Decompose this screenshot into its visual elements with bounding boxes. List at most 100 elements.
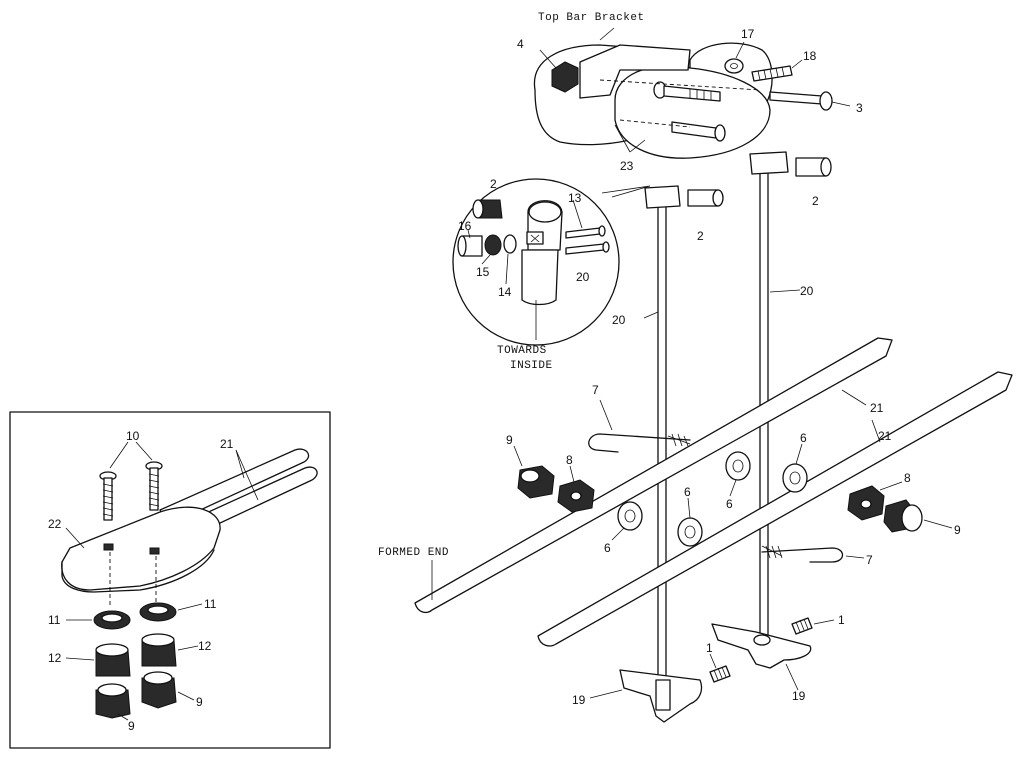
label-17: 17 [741, 27, 755, 41]
leader-13 [572, 199, 583, 229]
tube-20-detail [521, 249, 559, 306]
leader-7-upper [599, 399, 613, 431]
plate-hole-b [149, 547, 160, 555]
leader-10 [109, 441, 153, 469]
label-20-right: 20 [800, 284, 814, 298]
leader-14 [505, 253, 509, 285]
label-6-c: 6 [726, 497, 733, 511]
label-2-left: 2 [697, 229, 704, 243]
label-21-back: 21 [870, 401, 884, 415]
leader-3 [831, 101, 851, 107]
label-19-left: 19 [572, 693, 586, 707]
leader-19-right [785, 663, 799, 691]
label-2-right: 2 [812, 194, 819, 208]
screw-1-lower [709, 665, 731, 683]
label-7-lower: 7 [866, 553, 873, 567]
post-20-right-top [749, 151, 789, 175]
label-1-upper: 1 [838, 613, 845, 627]
leader-22 [65, 527, 85, 549]
leader-9-inset-left [117, 713, 129, 721]
caption-inside: INSIDE [510, 360, 553, 372]
label-16: 16 [458, 219, 472, 233]
label-3: 3 [856, 101, 863, 115]
leader-17 [735, 41, 745, 59]
label-11-left: 11 [48, 613, 61, 627]
bushing-6-c [725, 451, 751, 481]
inset-rail-21-a [159, 448, 310, 525]
caption-formed-end: FORMED END [378, 547, 449, 559]
inset-assembly-lines [109, 552, 157, 606]
label-9-right: 9 [954, 523, 961, 537]
post-20-left-top [644, 185, 681, 209]
labels: Top Bar Bracket TOWARDS INSIDE FORMED EN… [48, 12, 961, 733]
label-12-right: 12 [198, 639, 212, 653]
bolt-3 [769, 91, 833, 111]
screw-18 [751, 65, 793, 82]
leader-18 [791, 59, 803, 69]
label-6-b: 6 [684, 485, 691, 499]
bushing-6-d [782, 463, 808, 493]
foot-19-right [711, 623, 812, 669]
label-20-detail: 20 [576, 270, 590, 284]
plate-hole-a [103, 543, 114, 551]
detail-circle-group [452, 178, 651, 346]
leader-9-right [923, 519, 953, 529]
leader-8-right [879, 481, 903, 491]
leader-21-front [871, 419, 881, 443]
plate-22 [61, 506, 221, 591]
bolts-10 [99, 461, 163, 521]
label-9-inset-right: 9 [196, 695, 203, 709]
leader-9-left [513, 445, 523, 467]
bracket-body [579, 44, 691, 99]
leader-6-d [795, 443, 803, 465]
leader-1-lower [709, 653, 717, 669]
plate-22-edge [61, 549, 215, 593]
clamp-mark [530, 234, 540, 243]
rail-hardware [513, 399, 953, 563]
label-8-left: 8 [566, 453, 573, 467]
leader-20-right [769, 289, 801, 293]
leader-20-left [643, 311, 659, 319]
leader-19-left [589, 689, 623, 699]
leader-23 [614, 124, 646, 153]
nut-4 [551, 61, 579, 93]
feet-19 [589, 617, 835, 723]
label-21-front: 21 [878, 429, 892, 443]
label-12-left: 12 [48, 651, 62, 665]
rail-21-back [414, 337, 893, 614]
washer-14 [503, 234, 517, 254]
leader-6-a [611, 527, 625, 541]
nut-15 [484, 234, 502, 256]
label-23: 23 [620, 159, 634, 173]
bushing-6-b [677, 517, 703, 547]
label-9-inset-left: 9 [128, 719, 135, 733]
label-8-right: 8 [904, 471, 911, 485]
leader-21-inset [235, 449, 259, 501]
leader-15 [481, 254, 491, 265]
leader-6-c [729, 479, 737, 497]
top-bar-bracket-group [533, 27, 851, 159]
leader-4 [539, 49, 557, 69]
leader-16 [467, 229, 471, 239]
label-21-inset: 21 [220, 437, 234, 451]
assembly-line-top [599, 79, 761, 91]
inset-frame [9, 411, 331, 749]
leader-21-back [841, 389, 867, 406]
rail-21-front [537, 371, 1013, 647]
label-13: 13 [568, 191, 582, 205]
leader-9-inset-right [177, 691, 195, 701]
leader-7-lower [845, 555, 865, 559]
label-6-a: 6 [604, 541, 611, 555]
label-1-lower: 1 [706, 641, 713, 655]
leader-12-left [65, 657, 95, 661]
label-2-detail: 2 [490, 177, 497, 191]
caption-top-bar-bracket: Top Bar Bracket [538, 12, 645, 24]
label-19-right: 19 [792, 689, 806, 703]
u-bolt-7-upper [588, 433, 691, 453]
leader-12-right [177, 645, 199, 651]
label-15: 15 [476, 265, 490, 279]
detail-callout-lines [601, 185, 651, 198]
label-9-left: 9 [506, 433, 513, 447]
